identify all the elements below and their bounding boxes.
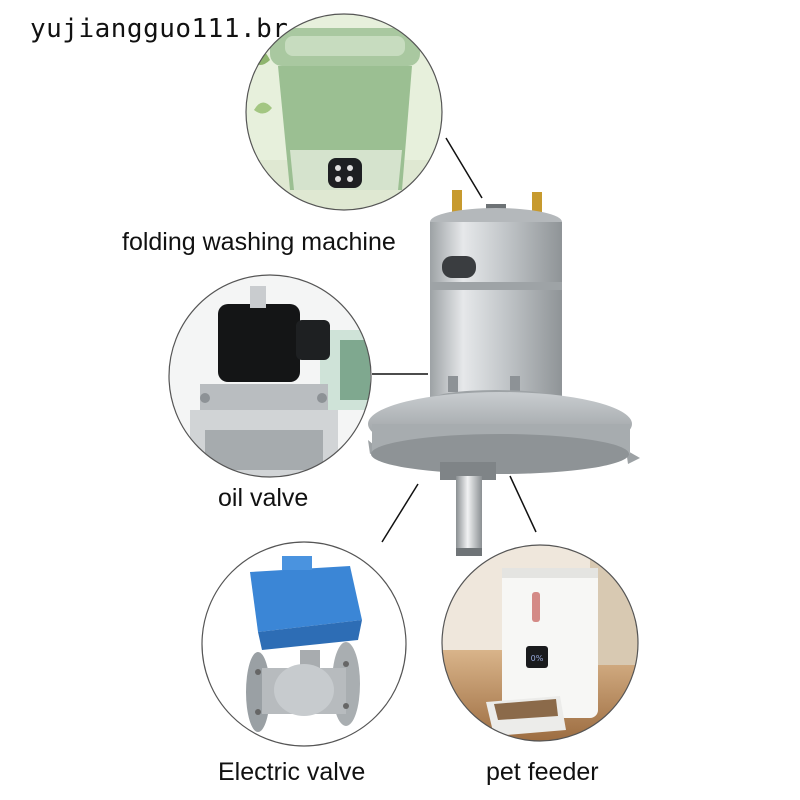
- label-pet-feeder: pet feeder: [486, 758, 599, 786]
- dc-gear-motor: [368, 190, 640, 556]
- electric-valve-circle: [201, 541, 407, 747]
- connector-lines: [372, 137, 537, 543]
- svg-text:0%: 0%: [531, 654, 544, 663]
- label-oil-valve: oil valve: [218, 484, 309, 512]
- washer-circle: [245, 13, 443, 211]
- label-electric-valve: Electric valve: [218, 758, 366, 786]
- oil-valve-circle: [168, 274, 372, 478]
- pet-feeder-circle: 0%: [441, 544, 639, 742]
- watermark-text: yujiangguo111.br: [30, 14, 289, 44]
- label-folding-washing-machine: folding washing machine: [122, 228, 396, 256]
